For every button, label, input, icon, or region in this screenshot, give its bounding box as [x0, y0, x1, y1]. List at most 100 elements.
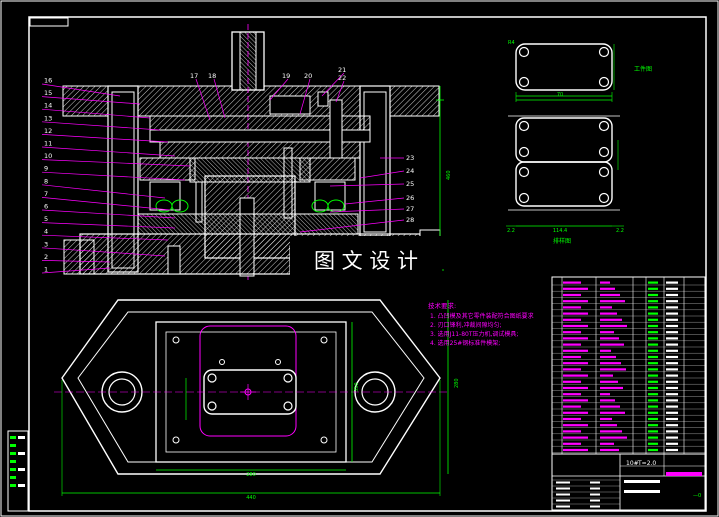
parts-row-mark	[666, 436, 678, 439]
parts-row-mark	[563, 424, 588, 427]
strip-width-dim: 114.4	[553, 228, 567, 234]
parts-row-mark	[648, 318, 658, 321]
callout-22: 22	[338, 74, 346, 82]
watermark-text: 图 文 设 计	[314, 249, 418, 273]
parts-row-mark	[600, 300, 625, 303]
strip-left-dim: 2.2	[507, 228, 515, 234]
parts-row-mark	[600, 430, 622, 433]
parts-row-mark	[600, 374, 613, 377]
parts-row-mark	[666, 442, 678, 445]
callout-7: 7	[44, 190, 48, 198]
parts-row-mark	[563, 393, 581, 396]
parts-row-mark	[563, 318, 581, 321]
parts-row-mark	[666, 331, 678, 334]
parts-row-mark	[600, 436, 627, 439]
tech-req-item-2: 2. 刃口锋利,冲裁间隙均匀;	[430, 321, 502, 329]
parts-row-mark	[600, 312, 617, 315]
parts-row-mark	[600, 399, 615, 402]
parts-row-mark	[600, 424, 617, 427]
callout-18: 18	[208, 72, 216, 80]
callout-20: 20	[304, 72, 312, 80]
callout-21: 21	[338, 66, 346, 74]
tech-req-title: 技术要求:	[428, 301, 456, 310]
parts-row-mark	[563, 436, 588, 439]
parts-row-mark	[648, 337, 658, 340]
parts-row-mark	[563, 386, 588, 390]
parts-row-mark	[666, 393, 678, 396]
parts-row-mark	[600, 306, 612, 309]
parts-row-mark	[563, 442, 581, 445]
parts-row-mark	[600, 386, 623, 390]
workpiece-view	[515, 43, 615, 102]
callout-10: 10	[44, 152, 52, 160]
parts-row-mark	[648, 393, 658, 396]
watermark-bg	[290, 236, 442, 280]
tech-req-item-1: 1. 凸凹模及其它零件装配符合图纸要求	[430, 312, 534, 320]
parts-row-mark	[666, 374, 678, 377]
parts-row-mark	[600, 318, 622, 321]
parts-row-mark	[600, 324, 627, 328]
tech-req-item-4: 4. 选用25#钢标准件模架;	[430, 339, 500, 347]
callout-27: 27	[406, 205, 414, 213]
parts-row-mark	[666, 312, 678, 315]
parts-row-mark	[648, 430, 658, 433]
callout-11: 11	[44, 140, 52, 148]
callout-26: 26	[406, 194, 414, 202]
parts-row-mark	[563, 300, 588, 303]
parts-row-mark	[600, 380, 618, 383]
parts-row-mark	[666, 349, 678, 352]
parts-row-mark	[666, 287, 678, 290]
parts-row-mark	[666, 368, 678, 371]
base-width-dim: 280	[246, 472, 256, 478]
callout-24: 24	[406, 167, 414, 175]
parts-row-mark	[666, 430, 678, 433]
tech-req-item-3: 3. 选用J11-80T压力机,调试模具;	[430, 330, 518, 338]
corner-tab	[29, 17, 69, 27]
parts-row-mark	[666, 424, 678, 427]
callout-4: 4	[44, 228, 48, 236]
parts-row-mark	[600, 331, 614, 334]
callout-1: 1	[44, 266, 48, 274]
parts-row-mark	[648, 442, 658, 445]
die-height-dim: 350	[354, 382, 360, 392]
parts-row-mark	[666, 281, 678, 284]
strip-right-dim: 2.2	[616, 228, 624, 234]
parts-row-mark	[563, 343, 581, 346]
parts-row-mark	[648, 355, 658, 359]
parts-row-mark	[648, 293, 658, 297]
strip-layout-title: 排样图	[553, 237, 571, 245]
title-sheet-mark: —0	[693, 493, 701, 499]
strip-layout-view	[506, 115, 624, 227]
parts-row-mark	[563, 306, 581, 309]
callout-15: 15	[44, 89, 52, 97]
callout-12: 12	[44, 127, 52, 135]
parts-row-mark	[600, 287, 615, 290]
parts-row-mark	[563, 281, 581, 284]
callout-8: 8	[44, 177, 48, 185]
total-width-dim: 440	[246, 495, 256, 501]
parts-row-mark	[563, 293, 581, 297]
title-block	[551, 453, 706, 511]
parts-row-mark	[648, 343, 658, 346]
callout-16: 16	[44, 77, 52, 85]
parts-row-mark	[666, 386, 678, 390]
callout-19: 19	[282, 72, 290, 80]
parts-row-mark	[648, 287, 658, 290]
parts-row-mark	[666, 362, 678, 365]
callout-14: 14	[44, 102, 52, 110]
parts-row-mark	[666, 399, 678, 402]
parts-row-mark	[666, 293, 678, 297]
title-thickness: T=2.0	[637, 460, 656, 467]
parts-row-mark	[648, 411, 658, 414]
parts-row-mark	[600, 337, 619, 340]
parts-row-mark	[648, 380, 658, 383]
parts-row-mark	[648, 306, 658, 309]
parts-row-mark	[563, 337, 588, 340]
callout-17: 17	[190, 72, 198, 80]
parts-row-mark	[563, 287, 588, 290]
parts-row-mark	[600, 448, 619, 452]
